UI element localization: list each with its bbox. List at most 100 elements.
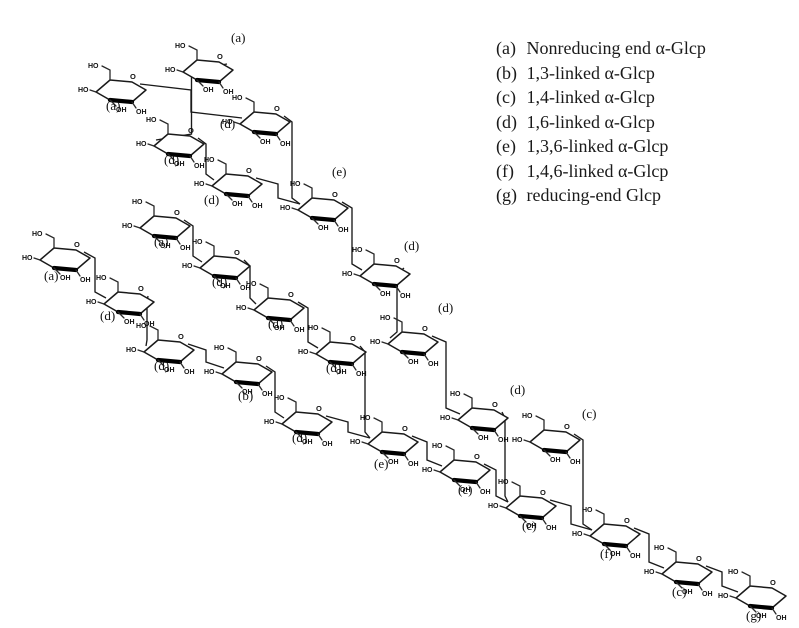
ring-front-edge bbox=[673, 579, 701, 587]
ring-oxygen: O bbox=[178, 332, 184, 341]
hydroxymethyl-bond bbox=[149, 325, 159, 341]
glycosidic-bond bbox=[187, 343, 225, 369]
pyranose-ring bbox=[439, 459, 491, 483]
pyranose-ring bbox=[95, 79, 147, 103]
residue-type-label: (d) bbox=[268, 316, 283, 331]
hydroxyl-bond bbox=[257, 383, 263, 391]
hydroxyl-bond bbox=[233, 121, 241, 125]
hydroxyl-group-c3: OH bbox=[682, 589, 693, 596]
ring-oxygen: O bbox=[288, 290, 294, 299]
hydroxyl-group-c4: HO bbox=[194, 181, 205, 188]
hydroxyl-group-c3: OH bbox=[478, 435, 489, 442]
hydroxyl-bond bbox=[401, 351, 409, 359]
hydroxyl-bond bbox=[493, 429, 499, 437]
hydroxyl-bond bbox=[519, 515, 527, 523]
hydroxyl-group-c2: OH bbox=[338, 227, 349, 234]
hydroxyl-group-c3: OH bbox=[302, 439, 313, 446]
hydroxyl-bond bbox=[749, 605, 757, 613]
hydroxyl-group-c3: OH bbox=[60, 275, 71, 282]
hydroxyl-group-c3: OH bbox=[550, 457, 561, 464]
hydroxyl-group-c2: OH bbox=[400, 293, 411, 300]
pyranose-ring bbox=[367, 431, 419, 455]
ring-front-edge bbox=[517, 513, 545, 521]
hydroxyl-group-c3: OH bbox=[260, 139, 271, 146]
hydroxyl-group-c6: HO bbox=[432, 443, 443, 450]
ring-oxygen: O bbox=[174, 208, 180, 217]
hydroxyl-bond bbox=[97, 301, 105, 305]
hydroxyl-bond bbox=[395, 285, 401, 293]
legend-code: (a) bbox=[496, 38, 516, 58]
ring-oxygen: O bbox=[130, 72, 136, 81]
ring-front-edge bbox=[194, 77, 222, 85]
glycosidic-bond bbox=[411, 435, 443, 467]
hydroxyl-bond bbox=[625, 545, 631, 553]
residue-type-label: (d) bbox=[212, 274, 227, 289]
ring-front-edge bbox=[327, 359, 355, 367]
ring-front-edge bbox=[469, 425, 497, 433]
residue-type-label: (e) bbox=[374, 456, 388, 471]
hydroxyl-group-c2: OH bbox=[262, 391, 273, 398]
hydroxyl-group-c4: HO bbox=[422, 467, 433, 474]
hydroxyl-bond bbox=[247, 195, 253, 203]
hydroxyl-group-c3: OH bbox=[460, 487, 471, 494]
hydroxyl-bond bbox=[381, 341, 389, 345]
hydroxyl-bond bbox=[89, 89, 97, 93]
hydroxyl-group-c2: OH bbox=[136, 109, 147, 116]
residue-type-label: (a) bbox=[154, 234, 168, 249]
hydroxyl-group-c2: OH bbox=[546, 525, 557, 532]
pyranose-ring bbox=[457, 407, 509, 431]
residue-type-label: (c) bbox=[582, 406, 596, 421]
residue-type-label: (c) bbox=[522, 518, 536, 533]
hydroxyl-bond bbox=[543, 449, 551, 457]
hydroxymethyl-bond bbox=[667, 547, 677, 563]
hydroxyl-bond bbox=[147, 143, 155, 147]
hydroxyl-group-c3: OH bbox=[124, 319, 135, 326]
ring-front-edge bbox=[309, 215, 337, 223]
ring-front-edge bbox=[747, 603, 775, 611]
ring-oxygen: O bbox=[564, 422, 570, 431]
hydroxyl-bond bbox=[329, 361, 337, 369]
hydroxyl-group-c4: HO bbox=[488, 503, 499, 510]
hydroxyl-bond bbox=[253, 131, 261, 139]
hydroxyl-bond bbox=[499, 505, 507, 509]
hydroxyl-group-c6: HO bbox=[582, 507, 593, 514]
hydroxyl-group-c4: HO bbox=[165, 67, 176, 74]
hydroxyl-group-c4: HO bbox=[86, 299, 97, 306]
hydroxyl-group-c4: HO bbox=[182, 263, 193, 270]
hydroxyl-group-c2: OH bbox=[252, 203, 263, 210]
hydroxyl-group-c3: OH bbox=[336, 369, 347, 376]
pyranose-ring bbox=[589, 523, 641, 547]
ring-front-edge bbox=[211, 273, 239, 281]
ring-front-edge bbox=[155, 357, 183, 365]
glycosidic-bond bbox=[197, 137, 215, 181]
pyranose-ring bbox=[297, 197, 349, 221]
pyranose-ring bbox=[529, 429, 581, 453]
ring-oxygen: O bbox=[422, 324, 428, 333]
hydroxyl-group-c4: HO bbox=[298, 349, 309, 356]
hydroxyl-group-c6: HO bbox=[450, 391, 461, 398]
residue-type-label: (d) bbox=[438, 300, 453, 315]
hydroxyl-group-c6: HO bbox=[728, 569, 739, 576]
hydroxyl-group-c3: OH bbox=[116, 107, 127, 114]
residue-type-label: (c) bbox=[672, 584, 686, 599]
hydroxyl-bond bbox=[117, 311, 125, 319]
residue-type-label: (g) bbox=[746, 608, 761, 623]
hydroxyl-group-c6: HO bbox=[522, 413, 533, 420]
hydroxyl-bond bbox=[729, 595, 737, 599]
residue-type-label: (a) bbox=[231, 30, 245, 45]
hydroxyl-group-c2: OH bbox=[144, 321, 155, 328]
hydroxyl-bond bbox=[451, 417, 459, 421]
residue-type-label: (d) bbox=[510, 382, 525, 397]
